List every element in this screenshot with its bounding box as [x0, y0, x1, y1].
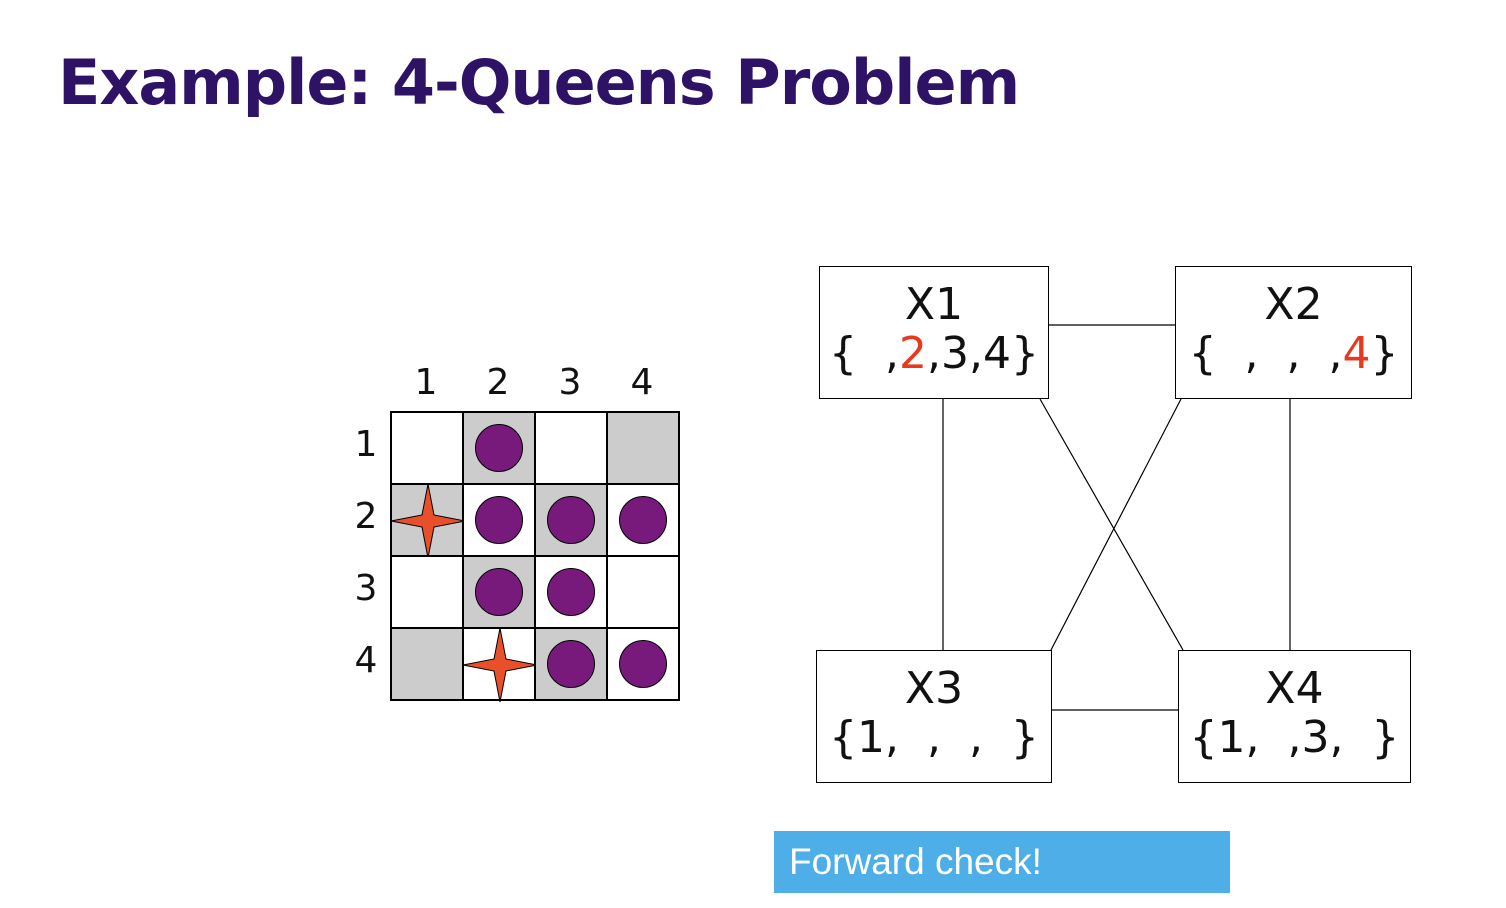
filled-circle-icon [475, 568, 523, 616]
node-domain: { ,2,3,4} [820, 329, 1048, 379]
node-x3: X3 {1, , , } [816, 650, 1052, 783]
board-cell [462, 627, 538, 703]
column-label: 3 [558, 362, 582, 403]
board-cell [535, 628, 607, 700]
filled-circle-icon [619, 496, 667, 544]
board-cell [535, 484, 607, 556]
row-label: 3 [354, 568, 378, 609]
row-label: 1 [354, 424, 378, 465]
column-label: 4 [630, 362, 654, 403]
board-cell [607, 628, 679, 700]
domain-value-highlight: 4 [1342, 328, 1371, 379]
filled-circle-icon [547, 640, 595, 688]
edge-x2-x3 [1050, 398, 1182, 651]
node-name: X1 [904, 279, 964, 330]
edge-x1-x4 [1039, 398, 1184, 651]
node-x1: X1 { ,2,3,4} [819, 266, 1049, 399]
domain-value-highlight: 2 [898, 328, 927, 379]
domain-text: { , , , [1188, 328, 1343, 379]
node-name: X2 [1264, 279, 1323, 330]
node-name: X3 [904, 663, 964, 714]
node-domain: { , , ,4} [1176, 329, 1411, 379]
domain-text: {1, , , } [829, 712, 1039, 763]
column-label: 2 [486, 362, 510, 403]
board-cell [607, 556, 679, 628]
filled-circle-icon [619, 640, 667, 688]
board-cell [391, 556, 463, 628]
board-cell [391, 412, 463, 484]
board-cell [535, 412, 607, 484]
board-cell [607, 412, 679, 484]
board-cell [390, 483, 466, 559]
domain-text: { , [829, 328, 899, 379]
row-label: 4 [354, 640, 378, 681]
domain-text: {1, ,3, } [1189, 712, 1400, 763]
domain-text: ,3,4} [926, 328, 1039, 379]
four-point-star-icon [462, 627, 538, 703]
board-cell [463, 484, 535, 556]
board-cell [463, 556, 535, 628]
board-cell [607, 484, 679, 556]
node-x2: X2 { , , ,4} [1175, 266, 1412, 399]
filled-circle-icon [547, 496, 595, 544]
node-domain: {1, ,3, } [1179, 713, 1410, 763]
filled-circle-icon [547, 568, 595, 616]
board-cell [535, 556, 607, 628]
column-label: 1 [414, 362, 438, 403]
node-x4: X4 {1, ,3, } [1178, 650, 1411, 783]
forward-check-banner: Forward check! [774, 831, 1230, 893]
chess-board [390, 411, 680, 703]
row-label: 2 [354, 496, 378, 537]
filled-circle-icon [475, 424, 523, 472]
domain-text: } [1370, 328, 1399, 379]
board-cell [463, 412, 535, 484]
filled-circle-icon [475, 496, 523, 544]
node-domain: {1, , , } [817, 713, 1051, 763]
node-name: X4 [1265, 663, 1324, 714]
slide-title: Example: 4-Queens Problem [58, 46, 1020, 119]
board-cell [391, 628, 463, 700]
